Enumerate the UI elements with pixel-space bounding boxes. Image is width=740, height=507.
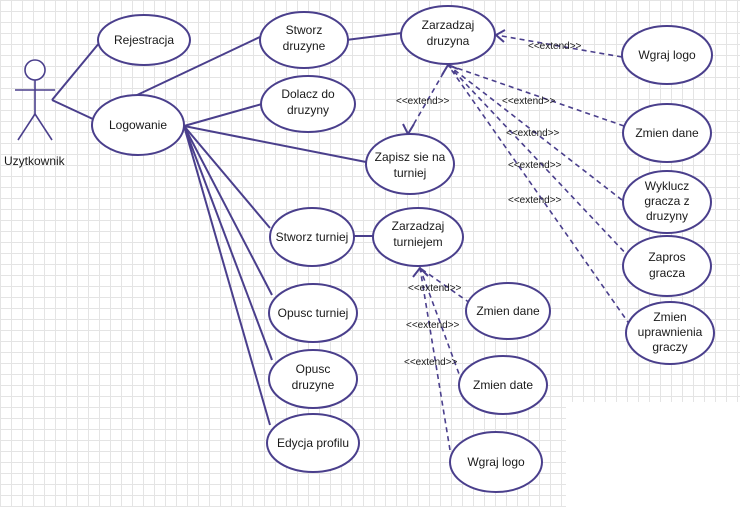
use-case-label: druzyny: [646, 209, 688, 223]
use-case-zapisz-sie-na-turniej: Zapisz sie na turniej: [365, 133, 455, 195]
extend-label: <<extend>>: [508, 160, 562, 171]
use-case-label: Zmien dane: [635, 126, 699, 140]
use-case-label: Stworz: [286, 23, 323, 37]
use-case-opusc-druzyne: Opusc druzyne: [268, 349, 358, 409]
use-case-label: gracza: [649, 266, 685, 280]
use-case-label: uprawnienia: [638, 325, 703, 339]
assoc-logowanie-stworz-turniej: [183, 125, 271, 229]
use-case-label: turniejem: [393, 235, 442, 249]
extend-label: <<extend>>: [508, 195, 562, 206]
assoc-logowanie-zapisz: [183, 125, 367, 163]
use-case-wgraj-logo-druzyna: Wgraj logo: [621, 25, 713, 85]
extend-lines: [407, 34, 631, 451]
use-case-edycja-profilu: Edycja profilu: [266, 413, 360, 473]
use-case-label: Zmien date: [473, 378, 533, 392]
use-case-zmien-uprawnienia: Zmien uprawnienia graczy: [625, 301, 715, 365]
blank-area: [566, 402, 740, 507]
use-case-label: Opusc: [296, 362, 331, 376]
extend-line-wyklucz: [447, 64, 623, 201]
use-case-label: druzyny: [287, 103, 329, 117]
use-case-label: Rejestracja: [114, 33, 174, 47]
actor-uzytkownik: Uzytkownik: [4, 59, 66, 168]
use-case-label: Zarzadzaj: [422, 18, 475, 32]
actor-label: Uzytkownik: [4, 154, 66, 168]
extend-label: <<extend>>: [408, 283, 462, 294]
extend-label: <<extend>>: [506, 128, 560, 139]
use-case-label: Edycja profilu: [277, 436, 349, 450]
use-case-label: Zmien dane: [476, 304, 540, 318]
arrowhead-zapisz-top: [402, 123, 415, 137]
use-case-zarzadzaj-turniejem: Zarzadzaj turniejem: [372, 207, 464, 267]
use-case-label: graczy: [652, 340, 687, 354]
use-case-wgraj-logo-turniej: Wgraj logo: [449, 431, 543, 493]
use-case-label: druzyna: [427, 34, 470, 48]
extend-label: <<extend>>: [404, 357, 458, 368]
use-case-zmien-dane-turniej: Zmien dane: [465, 282, 551, 340]
assoc-logowanie-opusc-druzyne: [183, 125, 273, 361]
use-case-stworz-druzyne: Stworz druzyne: [259, 11, 349, 69]
assoc-stworz-druzyne-zarzadzaj-druzyna: [345, 32, 403, 41]
use-case-label: Zapros: [648, 250, 685, 264]
use-case-wyklucz-gracza: Wyklucz gracza z druzyny: [622, 170, 712, 234]
stick-figure-icon: [15, 59, 55, 141]
extend-line-uprawnienia: [447, 64, 631, 326]
use-case-label: Zapisz sie na: [375, 150, 446, 164]
extend-label: <<extend>>: [406, 320, 460, 331]
extend-labels: <<extend>> <<extend>> <<extend>> <<exten…: [396, 41, 582, 368]
extend-line-wgraj-logo-druzyna: [495, 34, 623, 58]
use-case-zarzadzaj-druzyna: Zarzadzaj druzyna: [400, 5, 496, 65]
use-case-label: Wgraj logo: [638, 48, 696, 62]
use-case-logowanie: Logowanie: [91, 94, 185, 156]
use-case-zmien-date: Zmien date: [458, 355, 548, 415]
use-case-zapros-gracza: Zapros gracza: [622, 235, 712, 297]
use-case-label: gracza z: [644, 194, 689, 208]
use-case-label: Logowanie: [109, 118, 167, 132]
use-case-stworz-turniej: Stworz turniej: [269, 207, 355, 267]
extend-line-zmien-dane-turniej: [419, 267, 471, 304]
extend-label: <<extend>>: [396, 96, 450, 107]
assoc-logowanie-opusc-turniej: [183, 125, 273, 296]
assoc-logowanie-stworz-druzyne: [134, 35, 263, 97]
use-case-zmien-dane-druzyna: Zmien dane: [622, 103, 712, 163]
use-case-label: druzyne: [292, 378, 335, 392]
use-case-label: Zarzadzaj: [392, 219, 445, 233]
arrowhead-zarzadzaj-turniejem-bottom: [412, 266, 429, 278]
use-case-label: Wgraj logo: [467, 455, 525, 469]
use-case-rejestracja: Rejestracja: [97, 14, 191, 66]
use-case-label: turniej: [394, 166, 427, 180]
assoc-actor-logowanie: [51, 99, 96, 121]
use-case-label: druzyne: [283, 39, 326, 53]
use-case-label: Wyklucz: [645, 179, 690, 193]
extend-line-zmien-dane-druzyna: [447, 64, 625, 127]
use-case-dolacz-do-druzyny: Dolacz do druzyny: [260, 75, 356, 133]
extend-line-zapisz-to-zarzadzaj: [407, 64, 449, 135]
use-case-opusc-turniej: Opusc turniej: [268, 283, 358, 343]
extend-line-zmien-date: [419, 267, 463, 383]
extend-label: <<extend>>: [528, 41, 582, 52]
assoc-actor-rejestracja: [51, 41, 101, 101]
extend-label: <<extend>>: [502, 96, 556, 107]
use-case-label: Opusc turniej: [278, 306, 349, 320]
extend-line-wgraj-logo-turniej: [419, 267, 451, 451]
use-case-label: Zmien: [653, 310, 686, 324]
use-case-label: Stworz turniej: [276, 230, 349, 244]
association-lines: [51, 32, 403, 426]
use-case-label: Dolacz do: [281, 87, 335, 101]
assoc-logowanie-dolacz: [183, 103, 263, 127]
assoc-logowanie-edycja: [183, 125, 271, 426]
